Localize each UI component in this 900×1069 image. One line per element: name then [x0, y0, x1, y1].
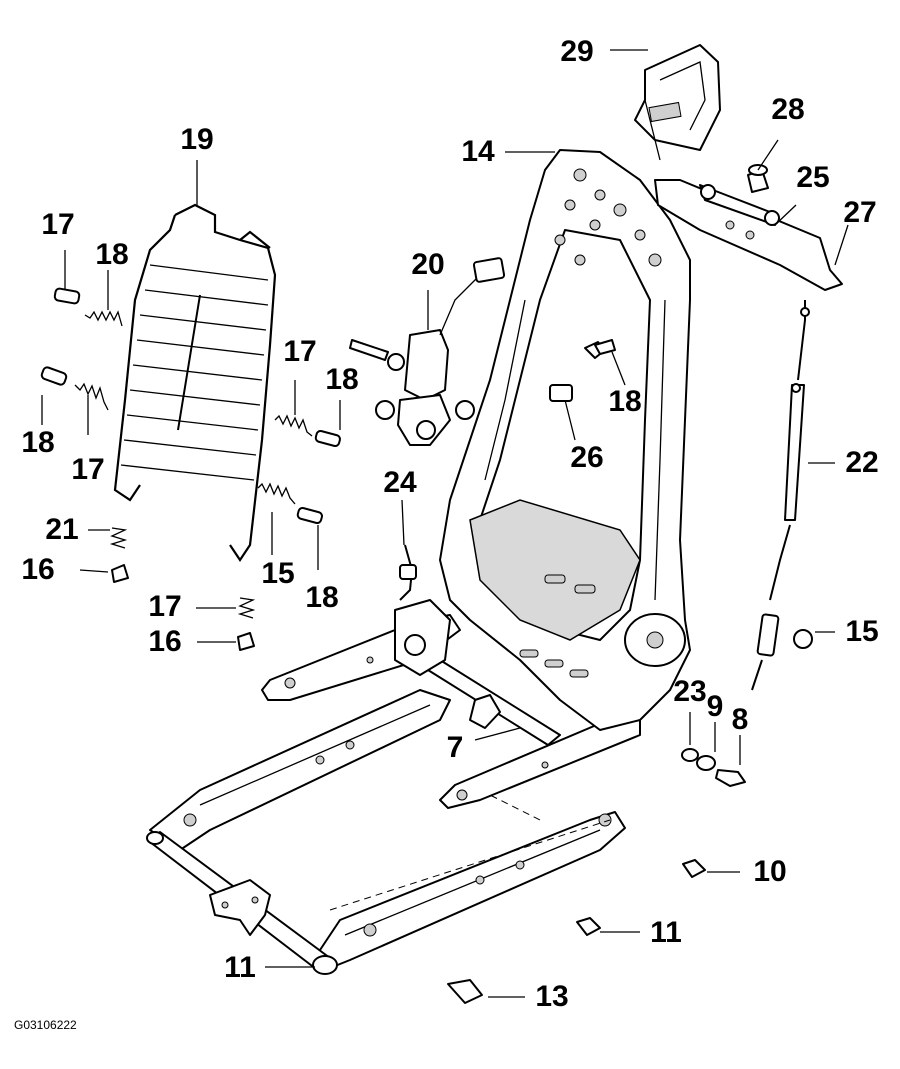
- clip-icon: [549, 384, 573, 402]
- callout-8: 9: [706, 690, 724, 723]
- hex-bolt-icon: [447, 859, 706, 1004]
- callout-18: 18: [95, 238, 129, 271]
- tension-spring-icon: [74, 310, 313, 505]
- callout-15: 16: [21, 553, 55, 586]
- callout-26: 18: [608, 385, 642, 418]
- callout-20: 20: [411, 248, 445, 281]
- callout-15: 16: [148, 625, 182, 658]
- seat-backrest-frame-illustration: [439, 149, 691, 731]
- callout-11: 10: [753, 855, 787, 888]
- callout-21: 24: [383, 466, 417, 499]
- washer-and-bolt-icon: [681, 748, 746, 787]
- callout-18: 15: [261, 557, 295, 590]
- callout-17: 18: [325, 363, 359, 396]
- callout-11: 11: [650, 916, 682, 949]
- figure-id: G03106222: [14, 1018, 77, 1032]
- callout-9: 23: [673, 675, 707, 708]
- callout-16: 17: [148, 590, 182, 623]
- callout-18: 17: [283, 335, 317, 368]
- callout-17: 17: [41, 208, 75, 241]
- bolt-icon: [584, 339, 616, 359]
- seat-recline-rails-illustration: [261, 599, 641, 809]
- grommet-icon: [793, 629, 813, 649]
- callout-17: 18: [305, 581, 339, 614]
- cable-anchor-icon: [399, 544, 417, 601]
- callout-19: 19: [180, 123, 214, 156]
- callout-7: 8: [731, 703, 749, 736]
- callout-13: 11: [224, 951, 256, 984]
- callout-25: 25: [796, 161, 830, 194]
- callout-29: 29: [560, 35, 594, 68]
- callout-17: 18: [21, 426, 55, 459]
- seat-base-frame-illustration: [146, 689, 626, 975]
- recliner-motor-illustration: [349, 257, 506, 446]
- callout-28: 28: [771, 93, 805, 126]
- pin-icon: [40, 287, 341, 525]
- headrest-mount-bar-icon: [654, 164, 843, 291]
- headrest-guide-icon: [634, 44, 721, 151]
- callout-16: 21: [45, 513, 79, 546]
- callout-27: 27: [843, 196, 877, 229]
- lumbar-wire-mat-illustration: [113, 203, 277, 562]
- spring-clip-icon: [109, 527, 256, 651]
- callout-22: 26: [570, 441, 604, 474]
- callout-14: 14: [461, 135, 495, 168]
- callout-12: 13: [535, 980, 569, 1013]
- callout-24: 22: [845, 446, 879, 479]
- callout-18: 17: [71, 453, 105, 486]
- release-cable-icon: [751, 300, 810, 691]
- callout-10: 7: [446, 731, 464, 764]
- leader-lines: [41, 49, 849, 998]
- callout-23: 15: [845, 615, 879, 648]
